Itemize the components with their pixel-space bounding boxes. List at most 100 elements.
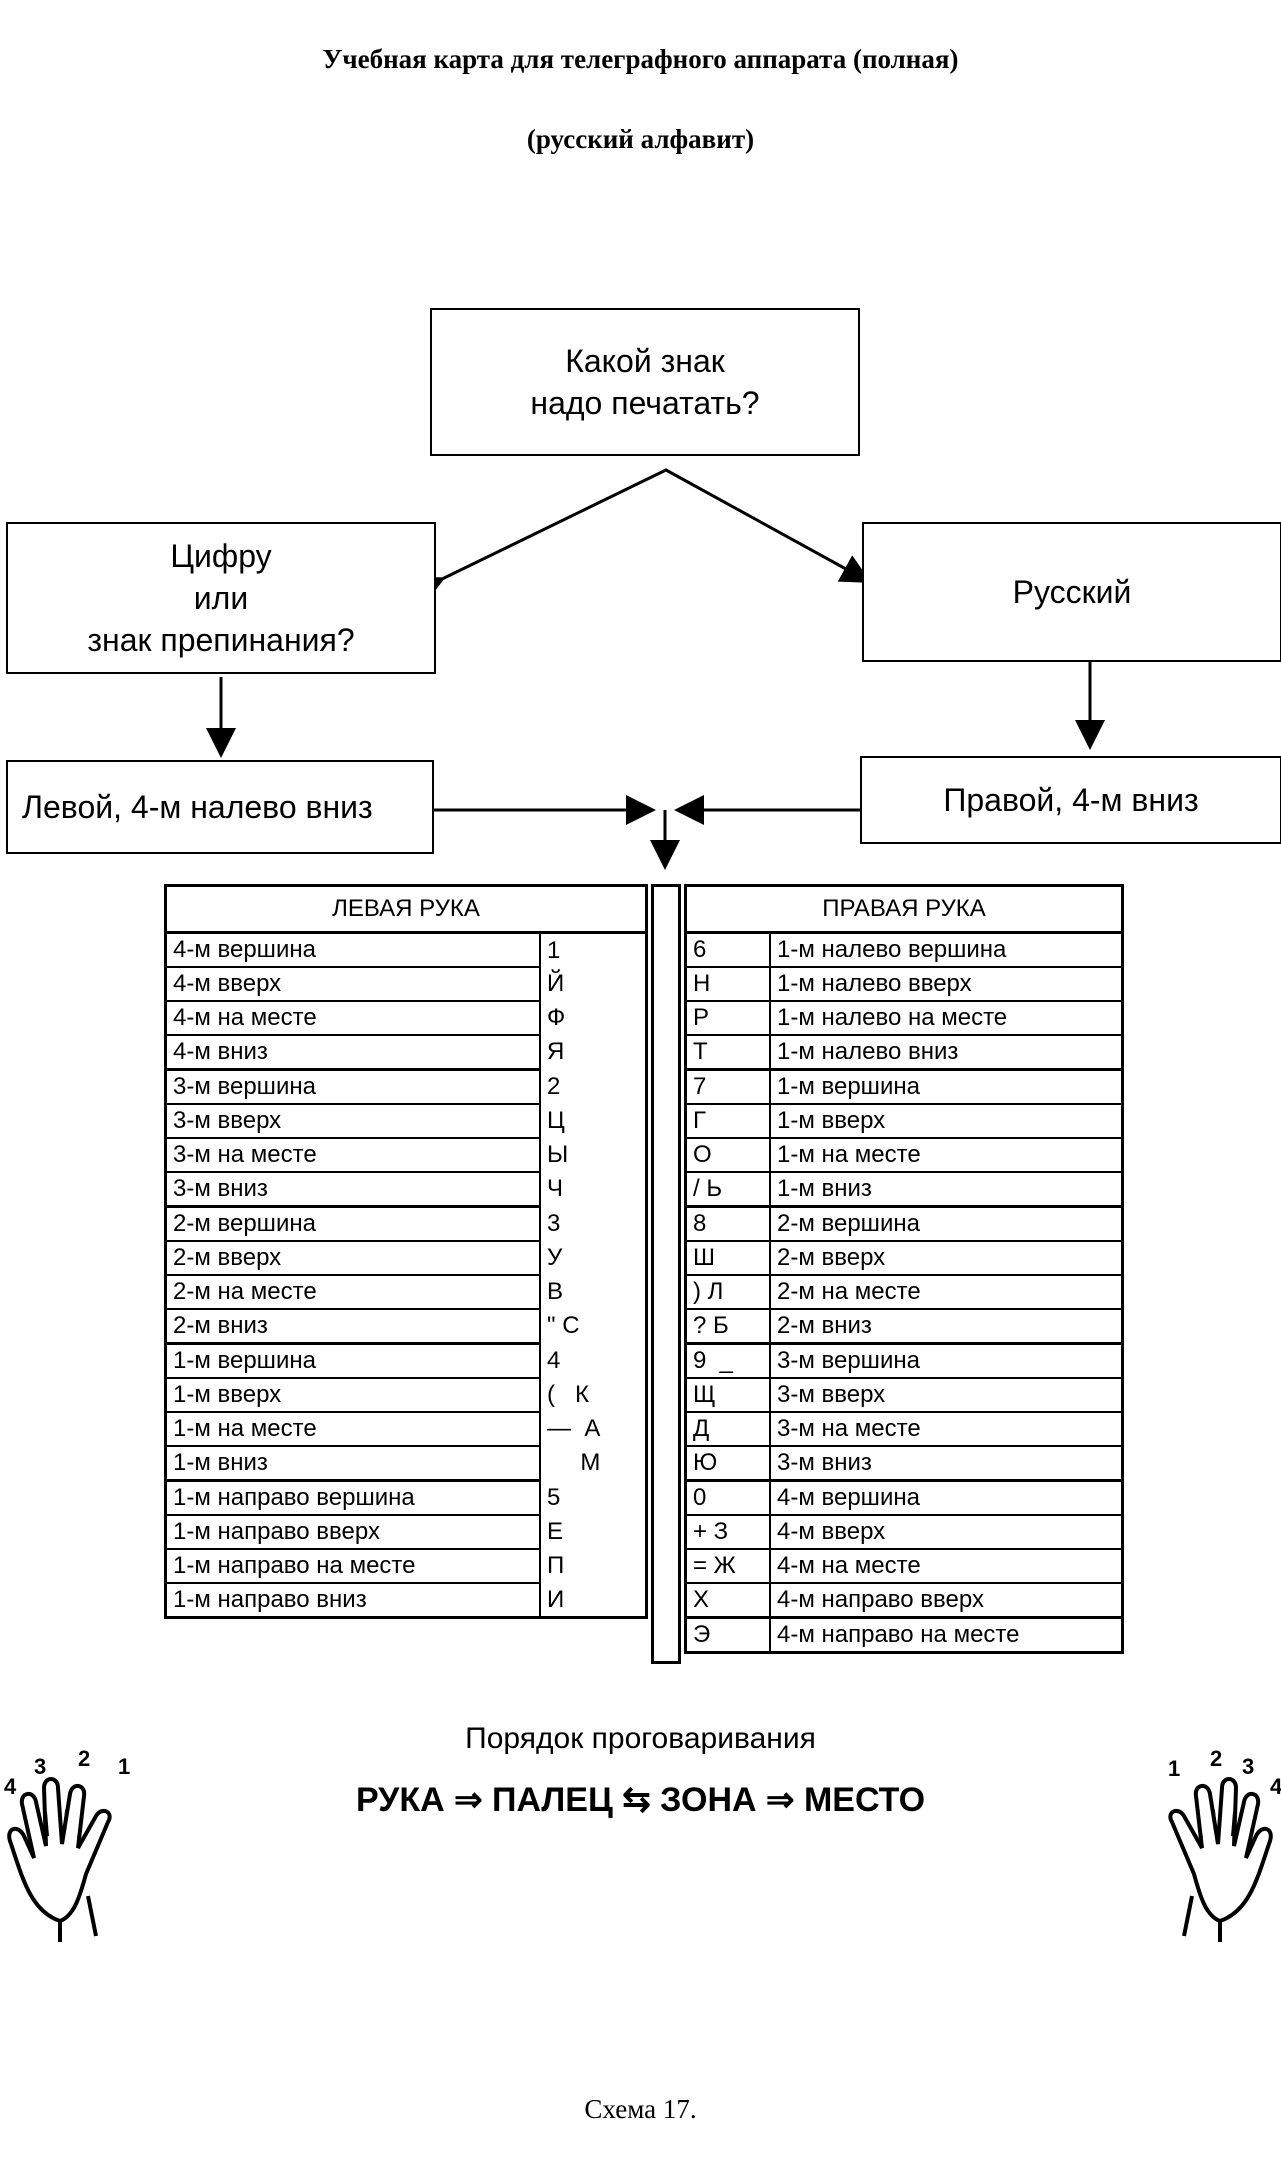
left-position: 3-м вершина bbox=[164, 1068, 541, 1105]
left-symbol: В bbox=[539, 1275, 648, 1309]
left-symbol: Я bbox=[539, 1035, 648, 1070]
russian-box: Русский bbox=[862, 522, 1281, 662]
left-position: 2-м вершина bbox=[164, 1205, 541, 1242]
right-symbol: Н bbox=[684, 966, 771, 1002]
right-symbol: ? Б bbox=[684, 1308, 771, 1345]
left-symbol: 2 bbox=[539, 1069, 648, 1104]
right-position: 1-м налево вверх bbox=[769, 966, 1124, 1002]
left-position: 1-м вершина bbox=[164, 1342, 541, 1379]
left-position: 3-м вниз bbox=[164, 1171, 541, 1208]
right-symbol: Ю bbox=[684, 1445, 771, 1482]
left-row: 1-м вверх( К bbox=[164, 1377, 648, 1413]
right-position: 4-м вершина bbox=[769, 1479, 1124, 1516]
left-action-box: Левой, 4-м налево вниз bbox=[6, 760, 434, 854]
right-symbol: 8 bbox=[684, 1205, 771, 1242]
right-position: 3-м вниз bbox=[769, 1445, 1124, 1482]
left-row: 1-м вниз М bbox=[164, 1445, 648, 1482]
left-position: 2-м вверх bbox=[164, 1240, 541, 1276]
right-symbol: Ш bbox=[684, 1240, 771, 1276]
left-position: 2-м вниз bbox=[164, 1308, 541, 1345]
left-symbol: 4 bbox=[539, 1343, 648, 1378]
right-symbol: 6 bbox=[684, 931, 771, 968]
left-symbol: Ф bbox=[539, 1001, 648, 1035]
right-symbol: Х bbox=[684, 1582, 771, 1619]
left-position: 4-м вершина bbox=[164, 931, 541, 968]
left-symbol: М bbox=[539, 1446, 648, 1481]
left-position: 1-м вниз bbox=[164, 1445, 541, 1482]
right-position: 1-м налево на месте bbox=[769, 1000, 1124, 1036]
left-hand-icon: 4 3 2 1 bbox=[0, 1746, 170, 1946]
left-position: 1-м вверх bbox=[164, 1377, 541, 1413]
right-position: 1-м вниз bbox=[769, 1171, 1124, 1208]
left-symbol: П bbox=[539, 1549, 648, 1583]
right-position: 3-м на месте bbox=[769, 1411, 1124, 1447]
right-symbol: Д bbox=[684, 1411, 771, 1447]
left-position: 4-м вниз bbox=[164, 1034, 541, 1071]
right-position: 3-м вверх bbox=[769, 1377, 1124, 1413]
right-position: 4-м направо на месте bbox=[769, 1616, 1124, 1654]
right-symbol: = Ж bbox=[684, 1548, 771, 1584]
left-symbol: Ц bbox=[539, 1104, 648, 1138]
left-row: 1-м на месте— А bbox=[164, 1411, 648, 1447]
right-position: 4-м направо вверх bbox=[769, 1582, 1124, 1619]
right-symbol: Э bbox=[684, 1616, 771, 1654]
right-symbol: О bbox=[684, 1137, 771, 1173]
left-position: 3-м вверх bbox=[164, 1103, 541, 1139]
right-symbol: Щ bbox=[684, 1377, 771, 1413]
right-position: 1-м налево вершина bbox=[769, 931, 1124, 968]
left-symbol: ( К bbox=[539, 1378, 648, 1412]
right-symbol: ) Л bbox=[684, 1274, 771, 1310]
right-action-box: Правой, 4-м вниз bbox=[860, 756, 1281, 844]
right-symbol: Т bbox=[684, 1034, 771, 1071]
right-position: 2-м вершина bbox=[769, 1205, 1124, 1242]
left-position: 1-м направо вверх bbox=[164, 1514, 541, 1550]
left-symbol: И bbox=[539, 1583, 648, 1618]
right-row: 9 _3-м вершина bbox=[684, 1342, 1124, 1379]
right-symbol: Р bbox=[684, 1000, 771, 1036]
right-position: 4-м на месте bbox=[769, 1548, 1124, 1584]
left-position: 3-м на месте bbox=[164, 1137, 541, 1173]
left-position: 2-м на месте bbox=[164, 1274, 541, 1310]
left-symbol: Ч bbox=[539, 1172, 648, 1207]
left-symbol: Ы bbox=[539, 1138, 648, 1172]
order-sequence: РУКА ⇒ ПАЛЕЦ ⇆ ЗОНА ⇒ МЕСТО bbox=[355, 1781, 926, 1819]
page-title: Учебная карта для телеграфного аппарата … bbox=[322, 44, 959, 74]
figure-caption: Схема 17. bbox=[584, 2094, 697, 2124]
order-title: Порядок проговаривания bbox=[465, 1722, 816, 1755]
left-symbol: 3 bbox=[539, 1206, 648, 1241]
right-hand-header: ПРАВАЯ РУКА bbox=[684, 884, 1124, 934]
left-position: 4-м на месте bbox=[164, 1000, 541, 1036]
right-position: 1-м налево вниз bbox=[769, 1034, 1124, 1071]
right-symbol: 9 _ bbox=[684, 1342, 771, 1379]
page-subtitle: (русский алфавит) bbox=[526, 124, 755, 154]
left-symbol: Е bbox=[539, 1515, 648, 1549]
right-symbol: Г bbox=[684, 1103, 771, 1139]
left-symbol: " С bbox=[539, 1309, 648, 1344]
left-position: 1-м направо на месте bbox=[164, 1548, 541, 1584]
